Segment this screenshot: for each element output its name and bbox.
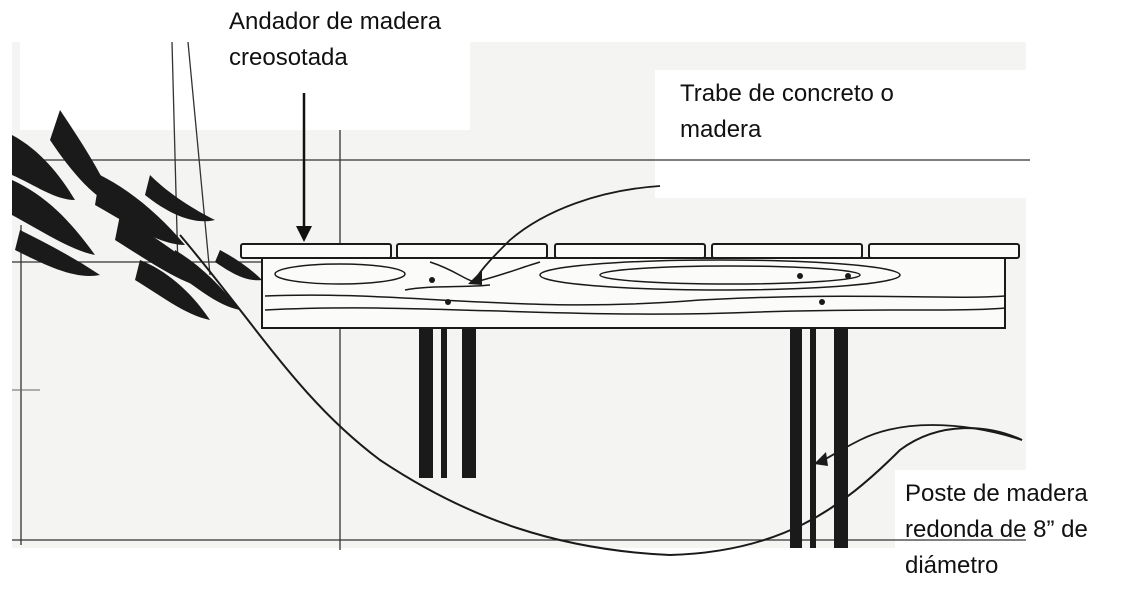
post-left: [419, 328, 476, 478]
poste-leader-line: [819, 424, 1023, 463]
arrow-down-icon: [296, 93, 312, 242]
deck-plank: [711, 243, 863, 259]
label-mask-left: [20, 42, 470, 130]
post-right: [790, 328, 848, 548]
poste-leader-arrowhead: [814, 452, 828, 466]
label-mask-bottom: [895, 470, 1140, 601]
beam-bolts: [429, 273, 851, 305]
trabe-label: Trabe de concreto o madera: [680, 80, 894, 143]
deck-plank: [554, 243, 706, 259]
trabe-leader-line: [474, 185, 661, 281]
deck-plank: [396, 243, 548, 259]
plant-stem-1: [171, 41, 179, 271]
plant-stem-2: [187, 41, 211, 276]
trabe-leader-arrowhead: [468, 270, 482, 285]
andador-label: Andador de madera creosotada: [229, 8, 442, 71]
main-beam: [261, 257, 1006, 329]
deck-plank: [240, 243, 392, 259]
poste-label: Poste de madera redonda de 8” de diámetr…: [905, 480, 1088, 579]
deck-plank: [868, 243, 1020, 259]
fern-leaves-icon: [12, 110, 262, 320]
label-mask-right: [655, 70, 1026, 198]
deck-planks: [240, 243, 1020, 259]
terrain-curve: [179, 234, 1023, 557]
